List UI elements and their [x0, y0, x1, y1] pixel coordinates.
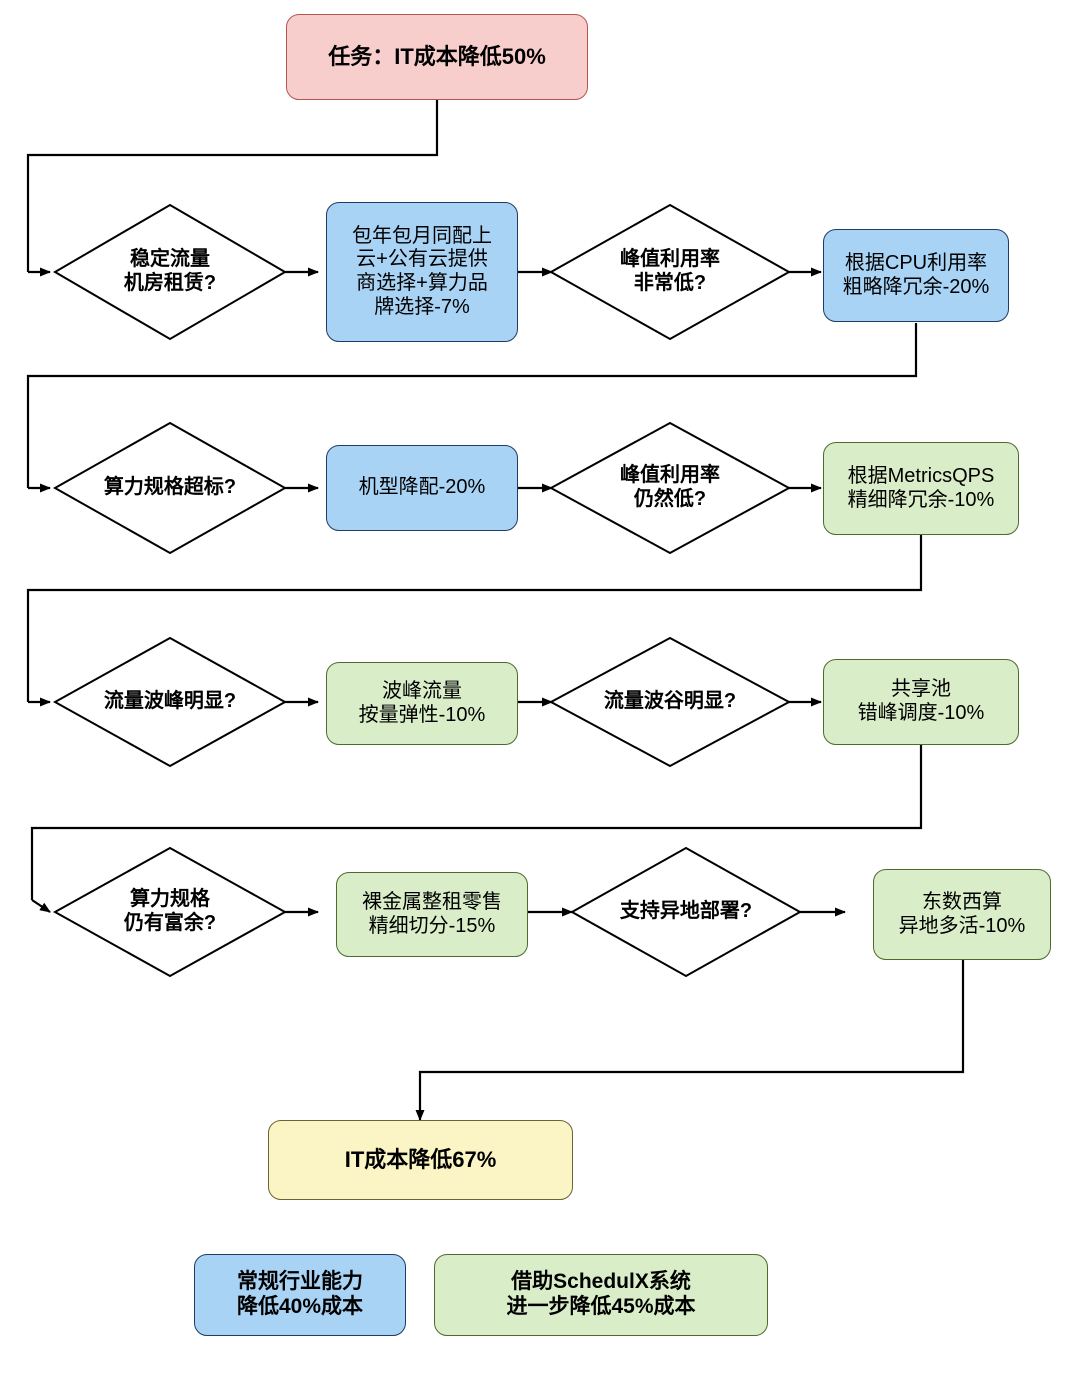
edge-p6-to-d7	[30, 745, 923, 900]
node-result[interactable]: IT成本降低67%	[268, 1120, 573, 1200]
node-task[interactable]: 任务：IT成本降低50%	[286, 14, 588, 100]
node-d2-label: 峰值利用率 非常低?	[620, 248, 720, 294]
legend-item-schedulx[interactable]: 借助SchedulX系统 进一步降低45%成本	[434, 1254, 768, 1336]
node-d1-label: 稳定流量 机房租赁?	[123, 248, 217, 294]
node-d4-label: 峰值利用率 仍然低?	[620, 464, 720, 510]
diamond-d6[interactable]	[548, 636, 792, 768]
diamond-d4[interactable]	[548, 421, 792, 555]
node-p4[interactable]: 根据MetricsQPS 精细降冗余-10%	[823, 442, 1019, 535]
diamond-d3[interactable]	[52, 421, 288, 555]
diamond-d5[interactable]	[52, 636, 288, 768]
edge-p8-to-result	[415, 960, 965, 1121]
legend-item-conventional[interactable]: 常规行业能力 降低40%成本	[194, 1254, 406, 1336]
node-d3-label: 算力规格超标?	[103, 476, 237, 499]
node-p2[interactable]: 根据CPU利用率 粗略降冗余-20%	[823, 229, 1009, 322]
diamond-d8[interactable]	[569, 846, 803, 978]
diamond-d7[interactable]	[52, 846, 288, 978]
edge-p2-to-d3	[26, 323, 918, 488]
node-p1[interactable]: 包年包月同配上 云+公有云提供 商选择+算力品 牌选择-7%	[326, 202, 518, 342]
node-d7-label: 算力规格 仍有富余?	[123, 888, 217, 934]
edge-p6-to-d7-arrow	[31, 899, 51, 913]
node-d6-label: 流量波谷明显?	[603, 690, 737, 713]
node-d5-label: 流量波峰明显?	[103, 690, 237, 713]
node-p5[interactable]: 波峰流量 按量弹性-10%	[326, 662, 518, 745]
node-p8[interactable]: 东数西算 异地多活-10%	[873, 869, 1051, 960]
node-d8-label: 支持异地部署?	[619, 900, 753, 923]
diamond-d1[interactable]	[53, 203, 287, 341]
edge-task-to-d1	[26, 100, 439, 272]
node-p7[interactable]: 裸金属整租零售 精细切分-15%	[336, 872, 528, 957]
diamond-d2[interactable]	[548, 203, 792, 341]
edge-p4-to-d5	[26, 535, 923, 702]
node-p3[interactable]: 机型降配-20%	[326, 445, 518, 531]
node-p6[interactable]: 共享池 错峰调度-10%	[823, 659, 1019, 745]
